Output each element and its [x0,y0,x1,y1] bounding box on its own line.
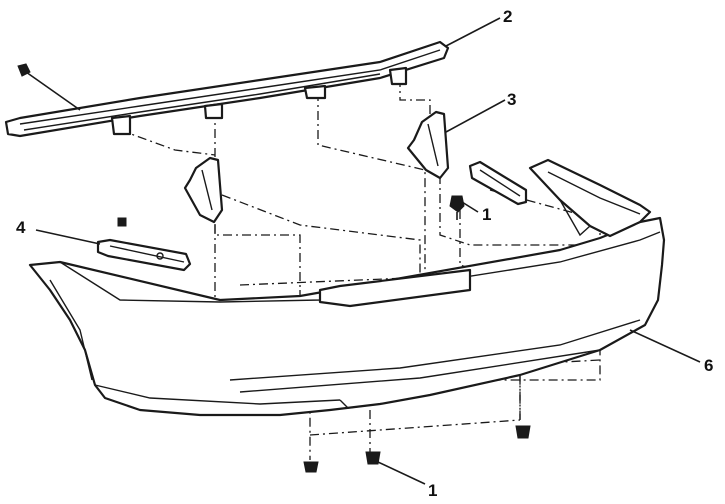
impact-bar [4,40,450,138]
callout-side-guide: 4 [16,218,26,237]
side-guide-left [96,238,192,272]
callout-fastener-bottom: 1 [428,481,437,500]
bumper-fascia [28,158,666,417]
bumper-bracket-left [183,156,224,224]
callout-impact-bar: 2 [503,7,512,26]
callout-bracket: 3 [507,90,516,109]
clip-icon-bottom-2 [365,451,381,465]
callout-bumper-fascia: 6 [704,356,713,375]
bolt-icon [17,63,81,111]
bumper-bracket-right [406,110,450,180]
clip-icon-bottom-3 [515,425,531,439]
leader-lines [35,17,701,485]
side-guide-right [468,160,528,206]
callout-fastener-top: 1 [482,205,491,224]
clip-icon-left [117,217,127,227]
clip-icon-top [449,195,465,220]
clip-icon-bottom-1 [303,461,319,473]
